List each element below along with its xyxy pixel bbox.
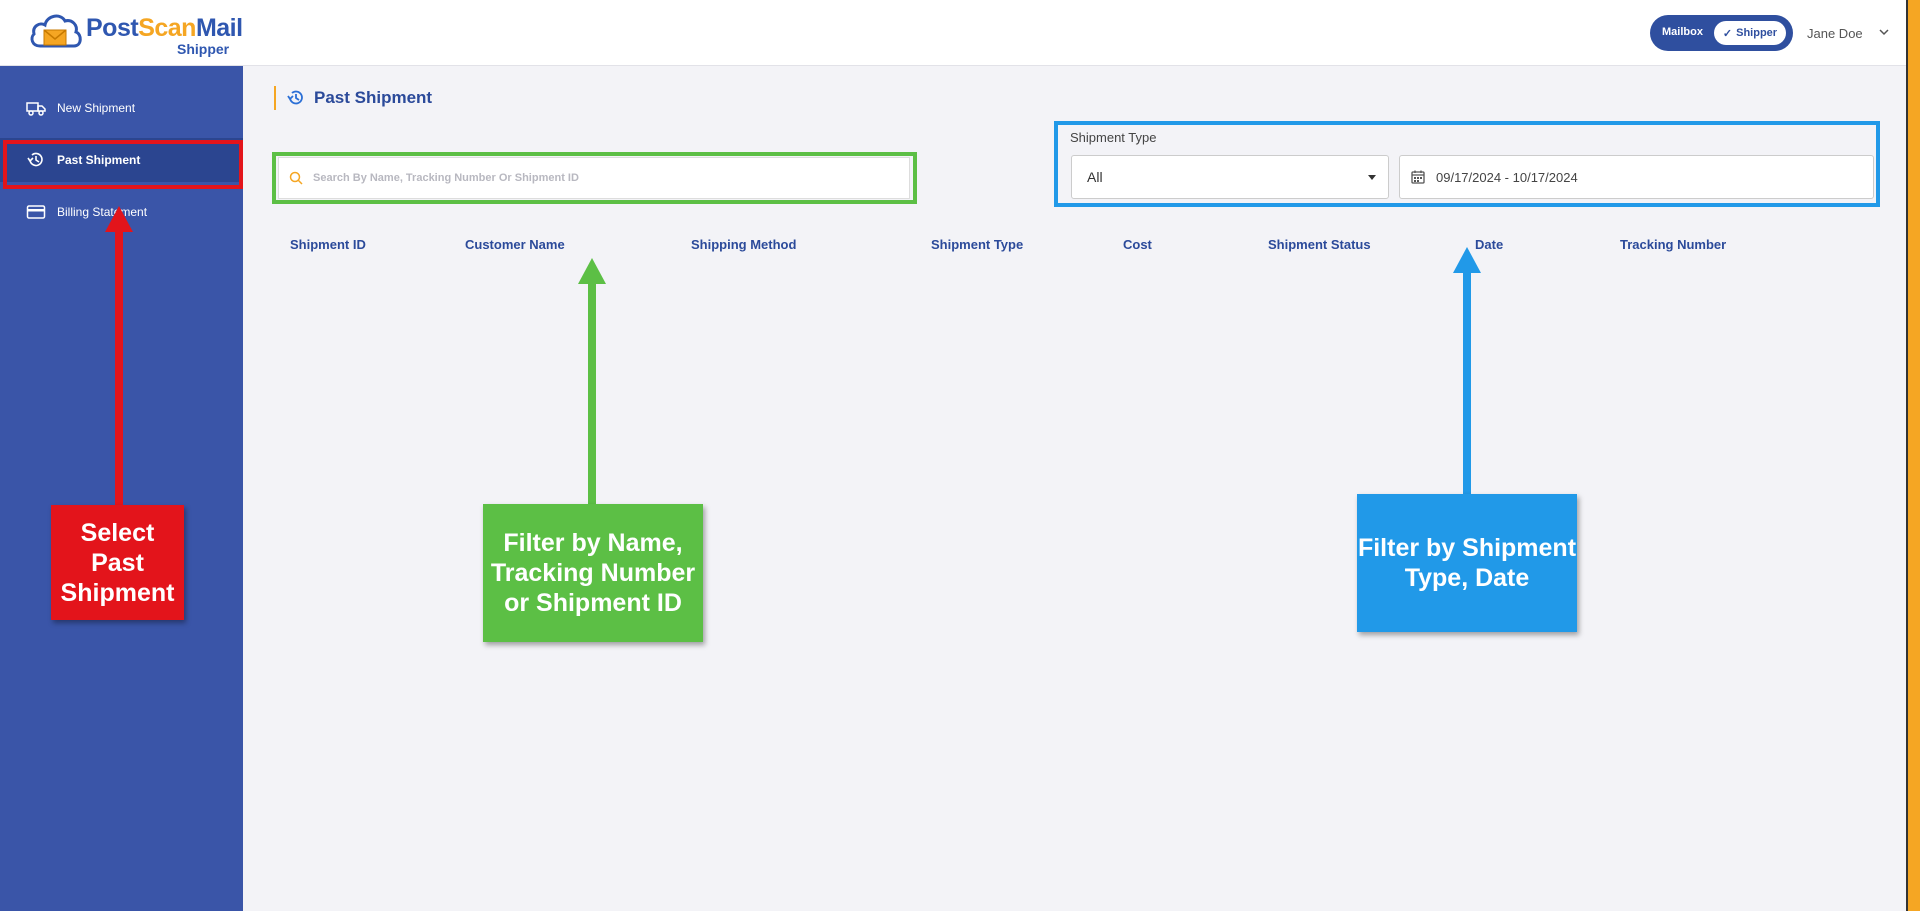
truck-icon (25, 97, 47, 119)
sidebar-item-billing-statement[interactable]: Billing Statement (0, 190, 243, 234)
history-icon (25, 149, 47, 171)
date-range-picker[interactable]: 09/17/2024 - 10/17/2024 (1399, 155, 1874, 199)
toggle-mailbox-option[interactable]: Mailbox (1662, 26, 1703, 38)
column-header-shipping-method[interactable]: Shipping Method (691, 237, 797, 252)
user-name[interactable]: Jane Doe (1807, 26, 1863, 41)
column-header-shipment-id[interactable]: Shipment ID (290, 237, 366, 252)
history-icon (287, 90, 303, 105)
check-icon: ✓ (1722, 27, 1733, 40)
column-header-cost[interactable]: Cost (1123, 237, 1152, 252)
sidebar-item-new-shipment[interactable]: New Shipment (0, 86, 243, 130)
toggle-shipper-option[interactable]: ✓ Shipper (1714, 21, 1786, 45)
calendar-icon (1411, 170, 1425, 184)
sidebar-item-label: Billing Statement (57, 205, 148, 219)
page-title: Past Shipment (314, 88, 433, 107)
blue-arrow-icon (1453, 247, 1481, 496)
sidebar-item-label: New Shipment (57, 101, 136, 115)
caret-down-icon (1368, 174, 1376, 180)
mode-toggle[interactable]: Mailbox ✓ Shipper (1650, 15, 1793, 51)
sidebar-item-past-shipment[interactable]: Past Shipment (0, 138, 243, 182)
shipment-type-label: Shipment Type (1070, 130, 1157, 145)
logo-subtitle: Shipper (177, 41, 230, 57)
search-input[interactable] (313, 172, 873, 184)
top-header: PostScanMail Shipper Mailbox ✓ Shipper J… (0, 0, 1906, 66)
callout-filter-type-date: Filter by Shipment Type, Date (1357, 494, 1577, 632)
toggle-shipper-label: Shipper (1736, 27, 1778, 39)
window-edge (1906, 0, 1920, 911)
logo-text: PostScanMail (86, 14, 243, 42)
search-icon (289, 171, 303, 185)
shipment-type-select[interactable]: All (1071, 155, 1389, 199)
logo[interactable]: PostScanMail Shipper (28, 8, 243, 58)
page-header: Past Shipment (274, 86, 432, 110)
column-header-tracking-number[interactable]: Tracking Number (1620, 237, 1727, 252)
column-header-shipment-status[interactable]: Shipment Status (1268, 237, 1371, 252)
callout-select-past-shipment: Select Past Shipment (51, 505, 184, 620)
column-header-customer-name[interactable]: Customer Name (465, 237, 565, 252)
red-arrow-icon (105, 206, 133, 506)
chevron-down-icon[interactable] (1878, 26, 1890, 38)
green-arrow-icon (578, 258, 606, 506)
search-box[interactable] (278, 157, 910, 199)
column-header-shipment-type[interactable]: Shipment Type (931, 237, 1024, 252)
sidebar-item-label: Past Shipment (57, 153, 141, 167)
card-icon (25, 201, 47, 223)
cloud-mail-logo-icon (30, 14, 82, 48)
callout-filter-search: Filter by Name, Tracking Number or Shipm… (483, 504, 703, 642)
column-header-date[interactable]: Date (1475, 237, 1504, 252)
date-range-value: 09/17/2024 - 10/17/2024 (1436, 169, 1578, 185)
shipment-type-value: All (1087, 169, 1103, 185)
